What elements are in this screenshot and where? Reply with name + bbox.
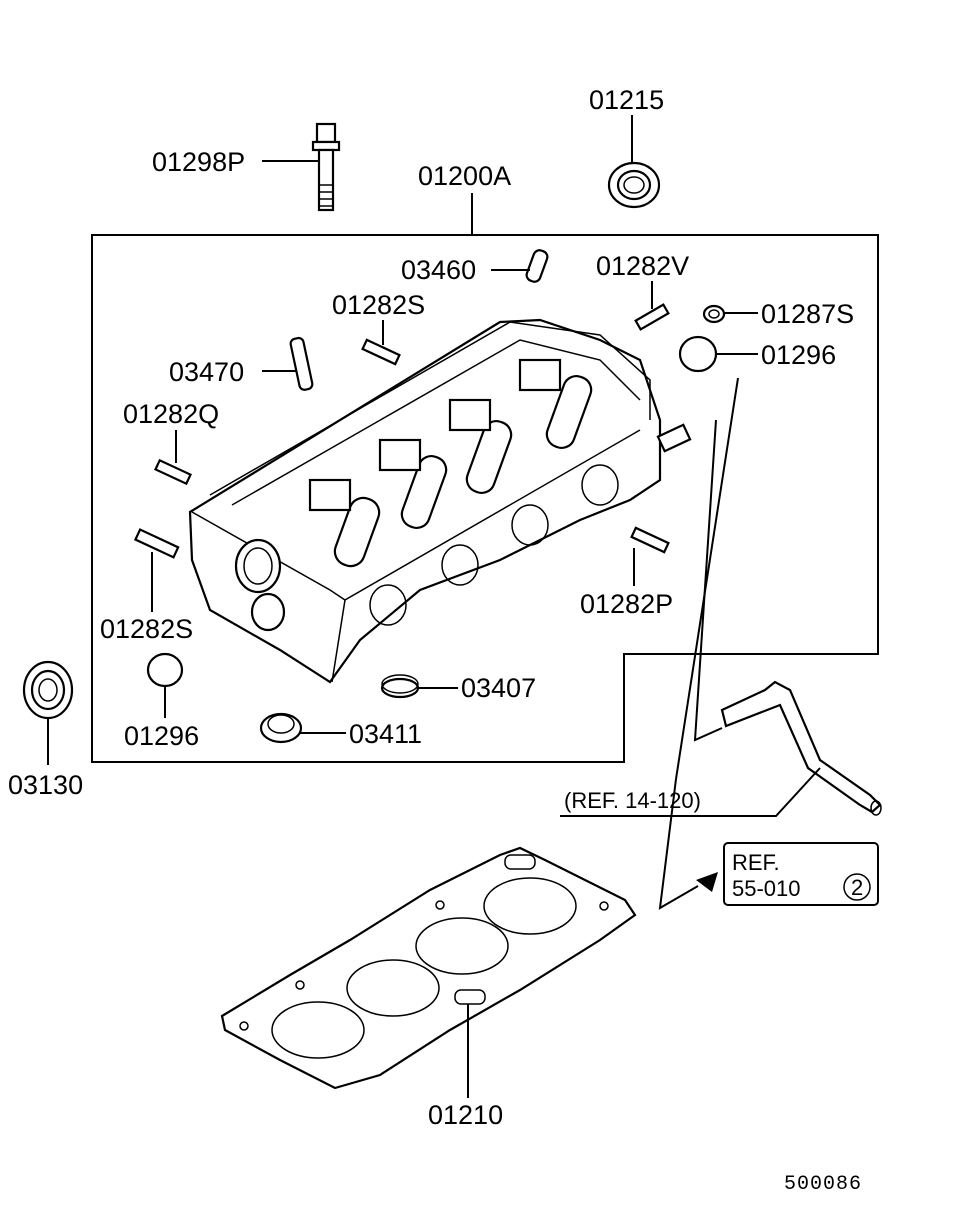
- ref-55-line2: 55-010: [732, 876, 801, 901]
- label-01296-right: 01296: [761, 340, 836, 370]
- oil-seal-part[interactable]: [607, 161, 661, 209]
- ref-arrow-icon: [696, 872, 718, 892]
- cylinder-head-part[interactable]: [188, 318, 692, 684]
- plug-01287S-part[interactable]: [702, 304, 726, 324]
- diagram-code: 500086: [784, 1173, 862, 1196]
- label-03407: 03407: [461, 673, 536, 703]
- label-01200A: 01200A: [418, 161, 511, 191]
- label-01282Q: 01282Q: [123, 399, 219, 429]
- label-01215: 01215: [589, 85, 664, 115]
- stud-01282Q-part[interactable]: [154, 458, 192, 486]
- ring-03407-part[interactable]: [380, 674, 420, 699]
- label-01282S-top: 01282S: [332, 290, 425, 320]
- label-03470: 03470: [169, 357, 244, 387]
- ref-55-line1: REF.: [732, 850, 780, 875]
- pin-03460-part[interactable]: [525, 249, 549, 284]
- oil-seal-03130-part[interactable]: [22, 660, 74, 720]
- ref-55-010-box: [723, 842, 879, 906]
- cap-plug-right-part[interactable]: [678, 335, 718, 373]
- ref-55-circle-number: 2: [851, 875, 863, 900]
- label-03460: 03460: [401, 255, 476, 285]
- label-01282S-left: 01282S: [100, 614, 193, 644]
- label-01210: 01210: [428, 1100, 503, 1130]
- label-01282P: 01282P: [580, 589, 673, 619]
- label-01282V: 01282V: [596, 251, 689, 281]
- label-03411: 03411: [349, 719, 422, 749]
- label-01298P: 01298P: [152, 147, 245, 177]
- stud-01282S-top-part[interactable]: [361, 338, 401, 366]
- stud-01282S-left-part[interactable]: [133, 528, 180, 559]
- label-01296-left: 01296: [124, 721, 199, 751]
- pin-03470-part[interactable]: [289, 336, 314, 391]
- stud-01282P-part[interactable]: [630, 526, 670, 554]
- label-01287S: 01287S: [761, 299, 854, 329]
- ring-03411-part[interactable]: [259, 712, 303, 744]
- label-03130: 03130: [8, 770, 83, 800]
- water-hose-part[interactable]: [720, 680, 882, 816]
- circled-number: [843, 873, 871, 901]
- bolt-part[interactable]: [311, 122, 341, 212]
- assembly-outline: [91, 234, 879, 763]
- stud-01282V-part[interactable]: [634, 303, 670, 331]
- ref-14-120-label: (REF. 14-120): [564, 788, 701, 813]
- cap-plug-left-part[interactable]: [146, 652, 184, 688]
- head-gasket-part[interactable]: [220, 846, 637, 1090]
